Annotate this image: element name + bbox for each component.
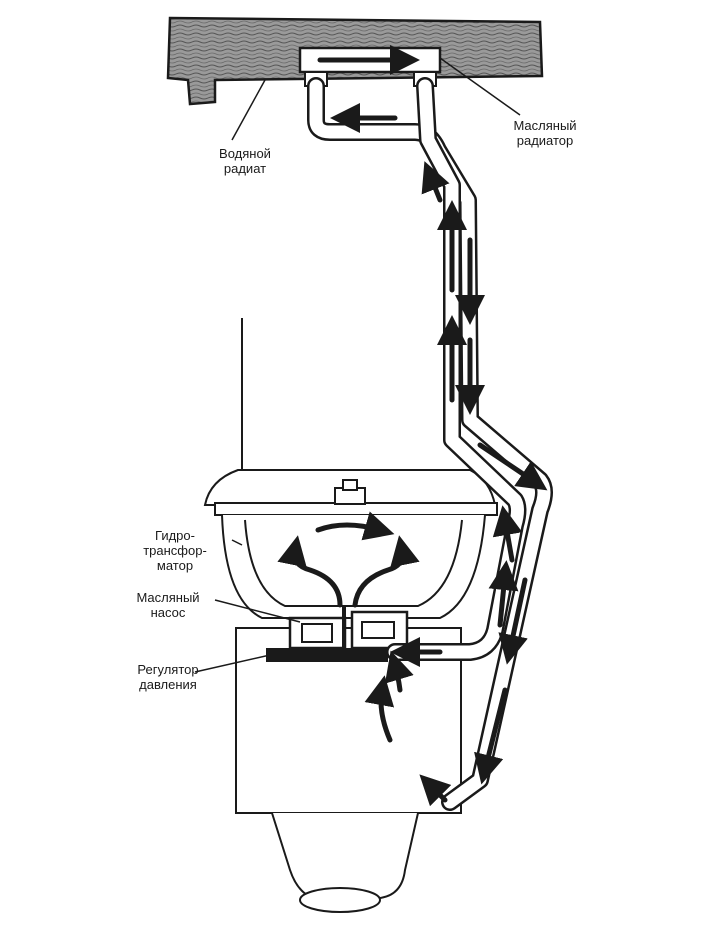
- oil-pump: [288, 605, 409, 660]
- leader-lines: [194, 57, 521, 673]
- oil-pump-label: Масляный насос: [136, 590, 200, 620]
- pressure-regulator: [266, 648, 388, 662]
- oil-radiator: [298, 45, 442, 87]
- oil-radiator-label: Масляный радиатор: [513, 118, 577, 148]
- water-radiator-label: Водяной радиат: [219, 146, 271, 176]
- pressure-regulator-label: Регулятор давления: [137, 662, 199, 692]
- flow-arrows: [330, 103, 548, 807]
- torque-converter-label: Гидро- трансфор- матор: [143, 528, 207, 573]
